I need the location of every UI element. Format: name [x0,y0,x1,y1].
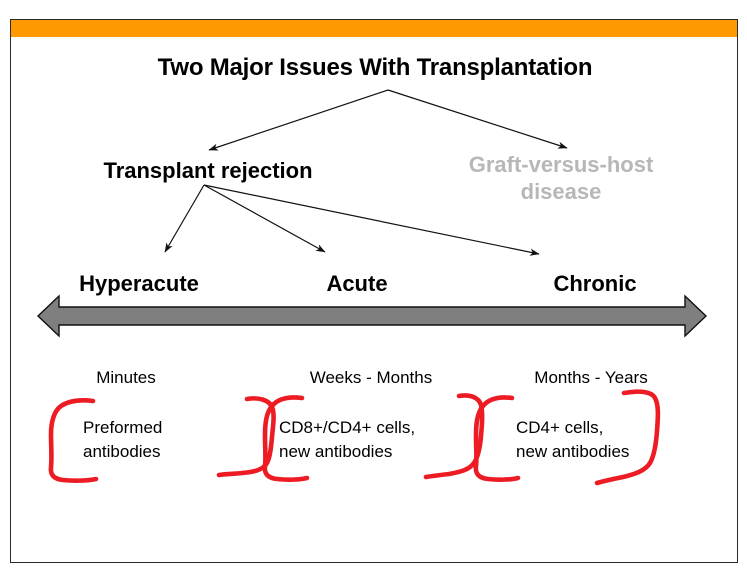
connector-rejection-to-acute [203,184,326,253]
stage-label-chronic: Chronic [553,271,637,296]
stage-label-hyperacute: Hyperacute [79,271,199,296]
mechanism-acute: CD8+/CD4+ cells, new antibodies [279,418,416,461]
page-title: Two Major Issues With Transplantation [157,54,593,81]
connector-root-to-rejection [208,89,389,151]
branch-label-transplant-rejection: Transplant rejection [103,158,313,183]
connector-root-to-gvhd [387,89,568,149]
mechanism-chronic: CD4+ cells, new antibodies [516,418,630,461]
timeline-double-arrow [36,294,708,338]
timeframe-hyperacute: Minutes [96,368,156,387]
mechanism-hyperacute: Preformed antibodies [83,418,163,461]
timeframe-acute: Weeks - Months [309,368,433,387]
branch-label-graft-versus-host-disease: Graft-versus-host disease [468,152,654,204]
connector-rejection-to-hyperacute [164,184,205,253]
slide-canvas: Two Major Issues With Transplantation Tr… [10,19,738,563]
stage-label-acute: Acute [326,271,388,296]
accent-bar [11,20,737,37]
timeframe-chronic: Months - Years [534,368,648,387]
